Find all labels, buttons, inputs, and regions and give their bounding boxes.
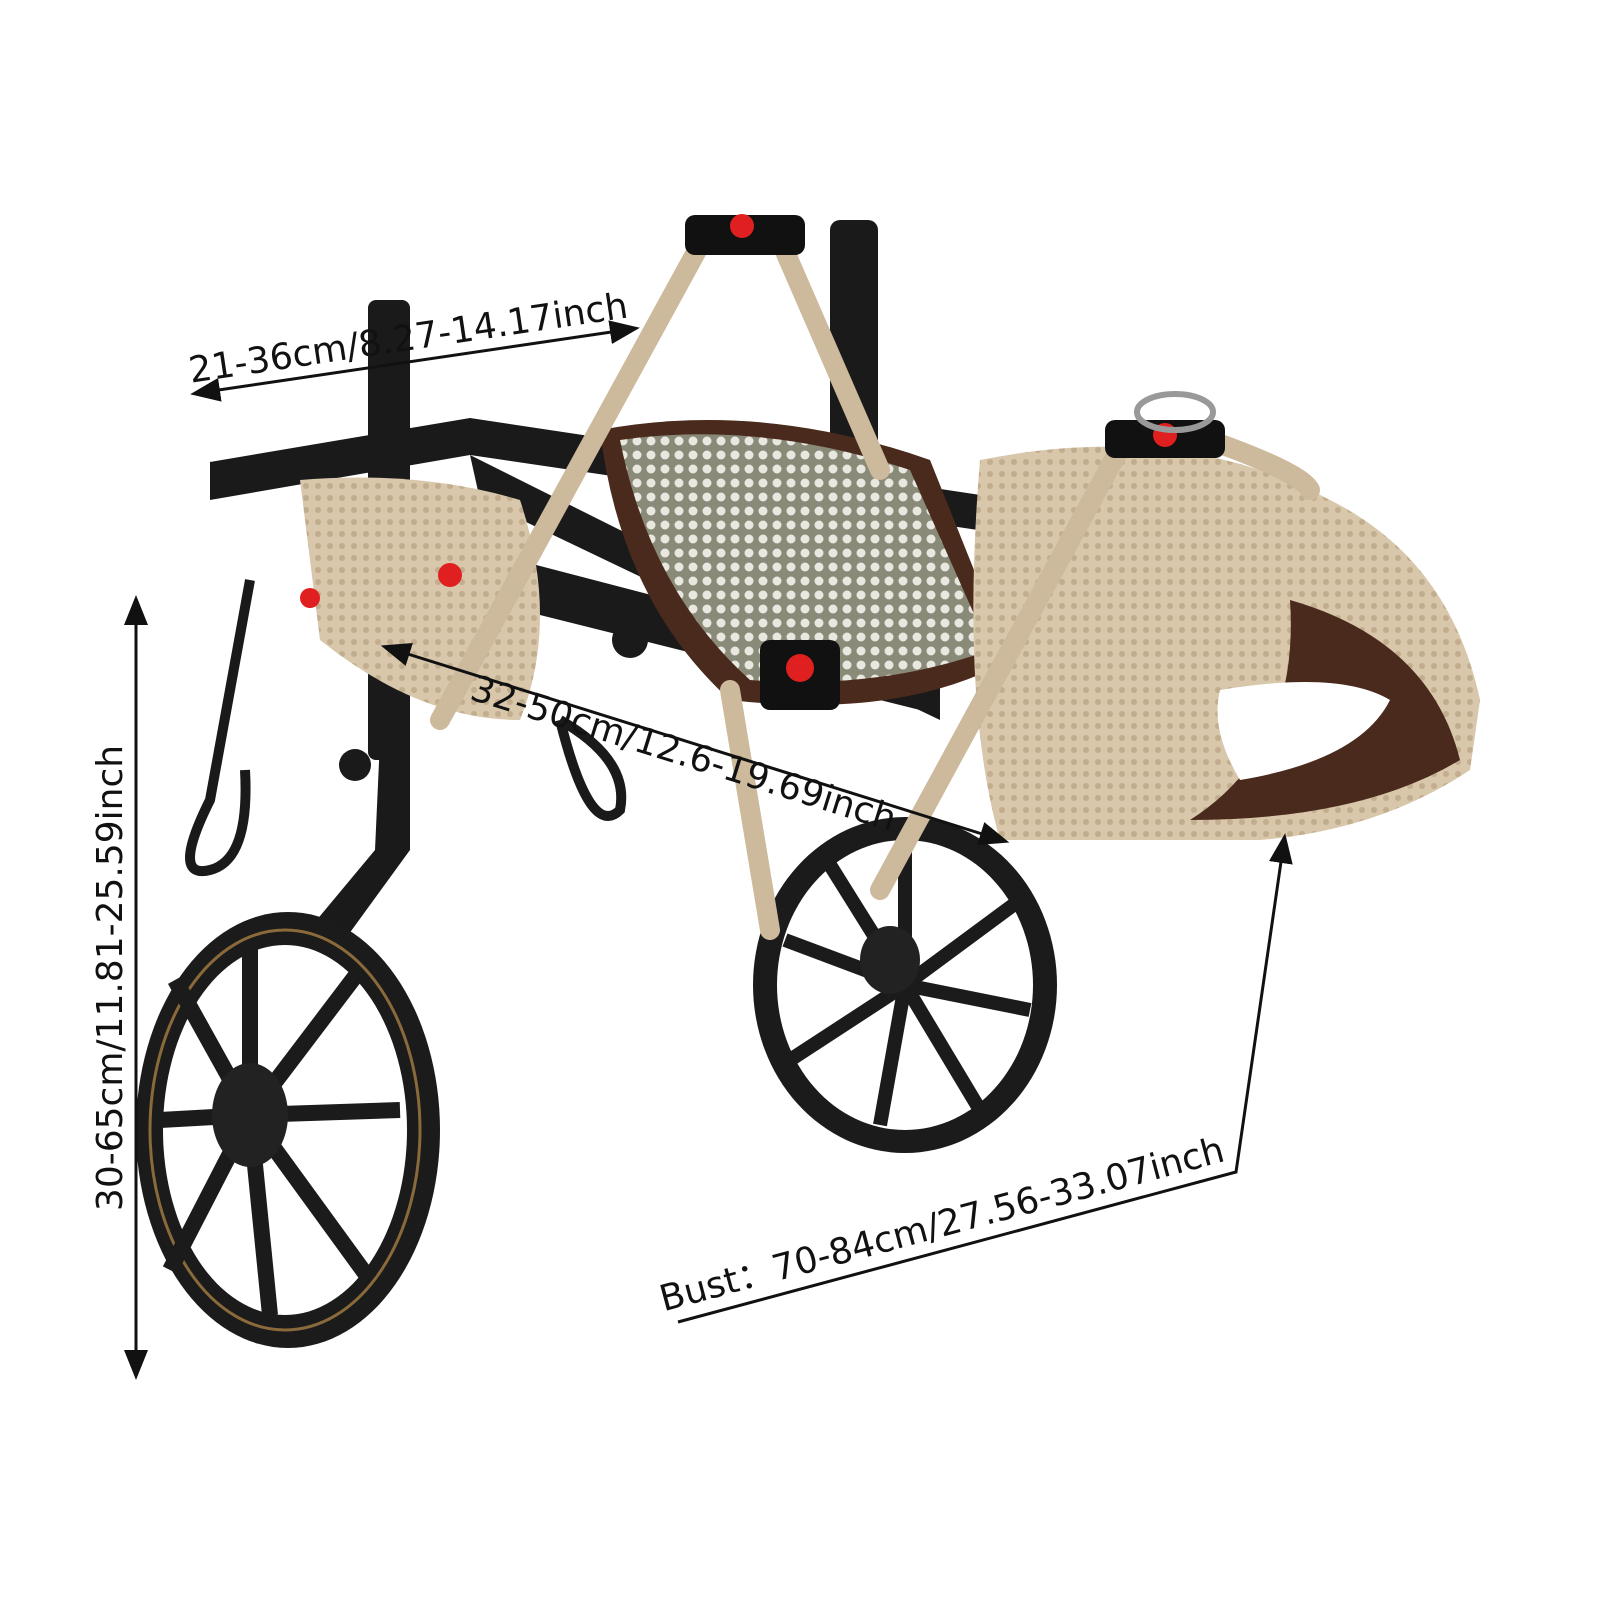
front-wheel — [136, 912, 440, 1348]
height-label: 30-65cm/11.81-25.59inch — [90, 745, 131, 1211]
bust-label: Bust：70-84cm/27.56-33.07inch — [655, 1130, 1228, 1320]
harness — [300, 214, 1480, 940]
buckle-release-icon — [730, 214, 754, 238]
dimension-height: 30-65cm/11.81-25.59inch — [90, 595, 148, 1380]
rear-wheel — [753, 817, 1057, 1153]
